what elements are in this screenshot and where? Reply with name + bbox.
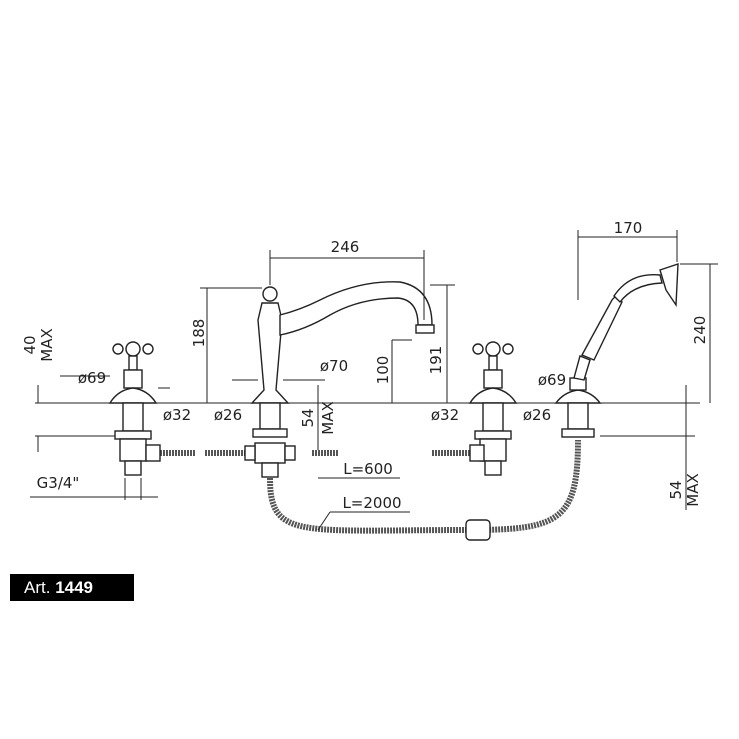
dimension-lines — [30, 230, 718, 531]
right-valve — [468, 341, 518, 476]
shower-hose — [267, 439, 581, 534]
spout — [244, 281, 435, 478]
left-valve — [108, 341, 161, 476]
dim-right-shank: ø32 — [431, 406, 459, 424]
hand-shower — [554, 263, 679, 438]
dim-spout-height: 188 — [190, 319, 208, 348]
dim-spout-shank: ø26 — [214, 406, 242, 424]
article-number: 1449 — [55, 578, 94, 597]
article-prefix: Art. — [24, 578, 51, 597]
hose-weight — [465, 519, 491, 541]
dim-shower-shank: ø26 — [523, 406, 551, 424]
article-label: Art. 1449 — [10, 574, 134, 601]
dim-deck-right: 54 — [667, 480, 685, 499]
dim-shower-hose-length: L=2000 — [342, 494, 401, 512]
dim-deck-left: 54 — [299, 408, 317, 427]
dim-outlet-height: 100 — [374, 356, 392, 385]
dim-shower-escutcheon: ø69 — [538, 371, 566, 389]
dim-deck-left-max: MAX — [319, 401, 337, 434]
dim-spout-base: ø70 — [320, 357, 348, 375]
dim-shower-reach: 170 — [614, 219, 643, 237]
dim-deck-right-max: MAX — [684, 473, 702, 506]
dim-spout-reach: 246 — [331, 238, 360, 256]
dim-left-escutcheon: ø69 — [78, 369, 106, 387]
dim-spout-total-height: 191 — [427, 346, 445, 375]
dim-thread: G3/4" — [37, 474, 80, 492]
dim-shower-height: 240 — [691, 316, 709, 345]
dim-left-shank: ø32 — [163, 406, 191, 424]
dim-valve-height: 40 — [21, 335, 39, 354]
dim-valve-height-max: MAX — [38, 328, 56, 361]
dim-flex-hose-length: L=600 — [343, 460, 393, 478]
